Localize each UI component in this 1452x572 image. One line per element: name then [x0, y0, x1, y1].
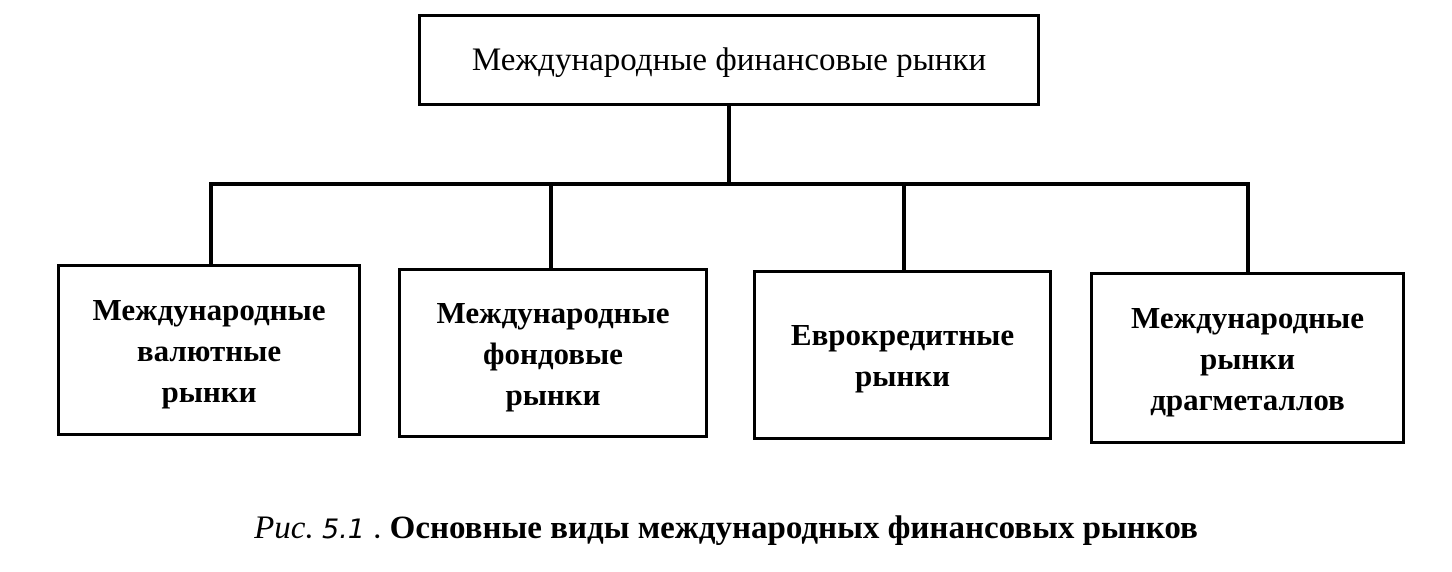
caption-separator: .: [373, 510, 382, 546]
connector-horizontal: [209, 182, 1250, 186]
node-label-line: драгметаллов: [1150, 381, 1345, 417]
node-label-line: рынки: [1199, 340, 1295, 376]
connector-child-1: [209, 182, 213, 266]
node-label: Международные валютные рынки: [93, 289, 326, 412]
caption-number: 5.1: [321, 514, 365, 545]
root-node-label: Международные финансовые рынки: [471, 41, 987, 78]
node-label-line: фондовые: [483, 335, 623, 371]
connector-root-vertical: [727, 104, 731, 186]
connector-child-3: [902, 184, 906, 272]
node-label-line: рынки: [161, 373, 257, 409]
node-label-line: Международные: [1131, 299, 1364, 335]
node-label-line: Международные: [436, 294, 670, 330]
node-label-line: рынки: [505, 376, 601, 412]
caption-prefix: Рис.: [254, 510, 314, 546]
root-node: Международные финансовые рынки: [418, 14, 1040, 106]
node-label: Международные рынки драгметаллов: [1131, 297, 1364, 420]
node-currency-markets: Международные валютные рынки: [57, 264, 361, 436]
node-label-line: Еврокредитные: [790, 317, 1015, 352]
connector-child-4: [1246, 184, 1250, 274]
node-label-line: Международные: [92, 291, 326, 327]
node-label-line: рынки: [854, 358, 951, 393]
figure-caption: Рис. 5.1 . Основные виды международных ф…: [0, 510, 1452, 547]
caption-title: Основные виды международных финансовых р…: [389, 510, 1198, 546]
node-precious-metals-markets: Международные рынки драгметаллов: [1090, 272, 1405, 444]
node-label: Международные фондовые рынки: [437, 292, 670, 415]
node-stock-markets: Международные фондовые рынки: [398, 268, 708, 438]
node-label-line: валютные: [136, 332, 282, 368]
node-label: Еврокредитные рынки: [791, 314, 1014, 396]
connector-child-2: [549, 184, 553, 270]
node-eurocredit-markets: Еврокредитные рынки: [753, 270, 1052, 440]
